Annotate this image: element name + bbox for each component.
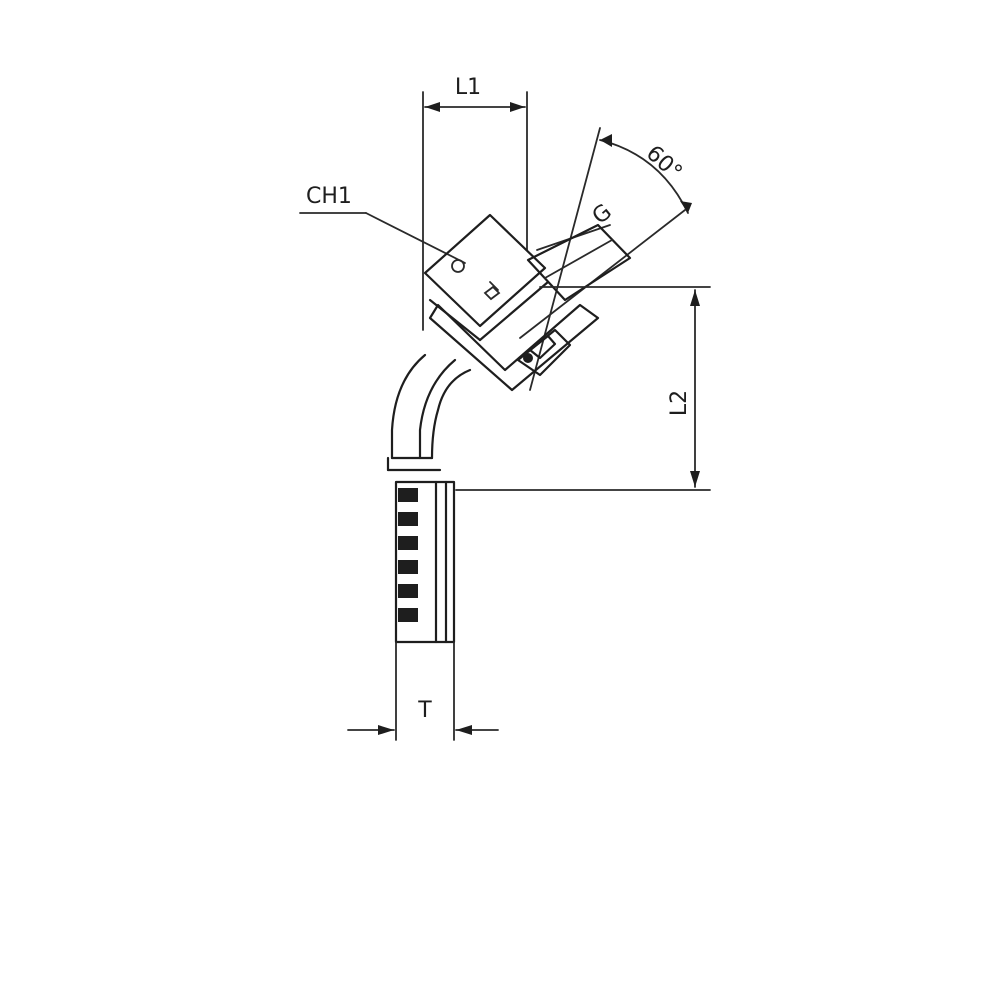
fitting-body — [386, 213, 632, 741]
label-ch1: CH1 — [306, 184, 352, 209]
leader-ch1: CH1 — [299, 184, 466, 264]
dimension-angle-60: 60° G — [519, 127, 692, 391]
label-t: T — [417, 698, 432, 723]
dimension-l2: L2 — [455, 286, 711, 491]
label-l2: L2 — [667, 390, 692, 416]
label-angle: 60° — [641, 141, 687, 186]
dimension-t: T — [347, 698, 499, 735]
label-l1: L1 — [455, 75, 481, 100]
dimension-l1: L1 — [422, 75, 528, 331]
label-g: G — [588, 199, 617, 229]
